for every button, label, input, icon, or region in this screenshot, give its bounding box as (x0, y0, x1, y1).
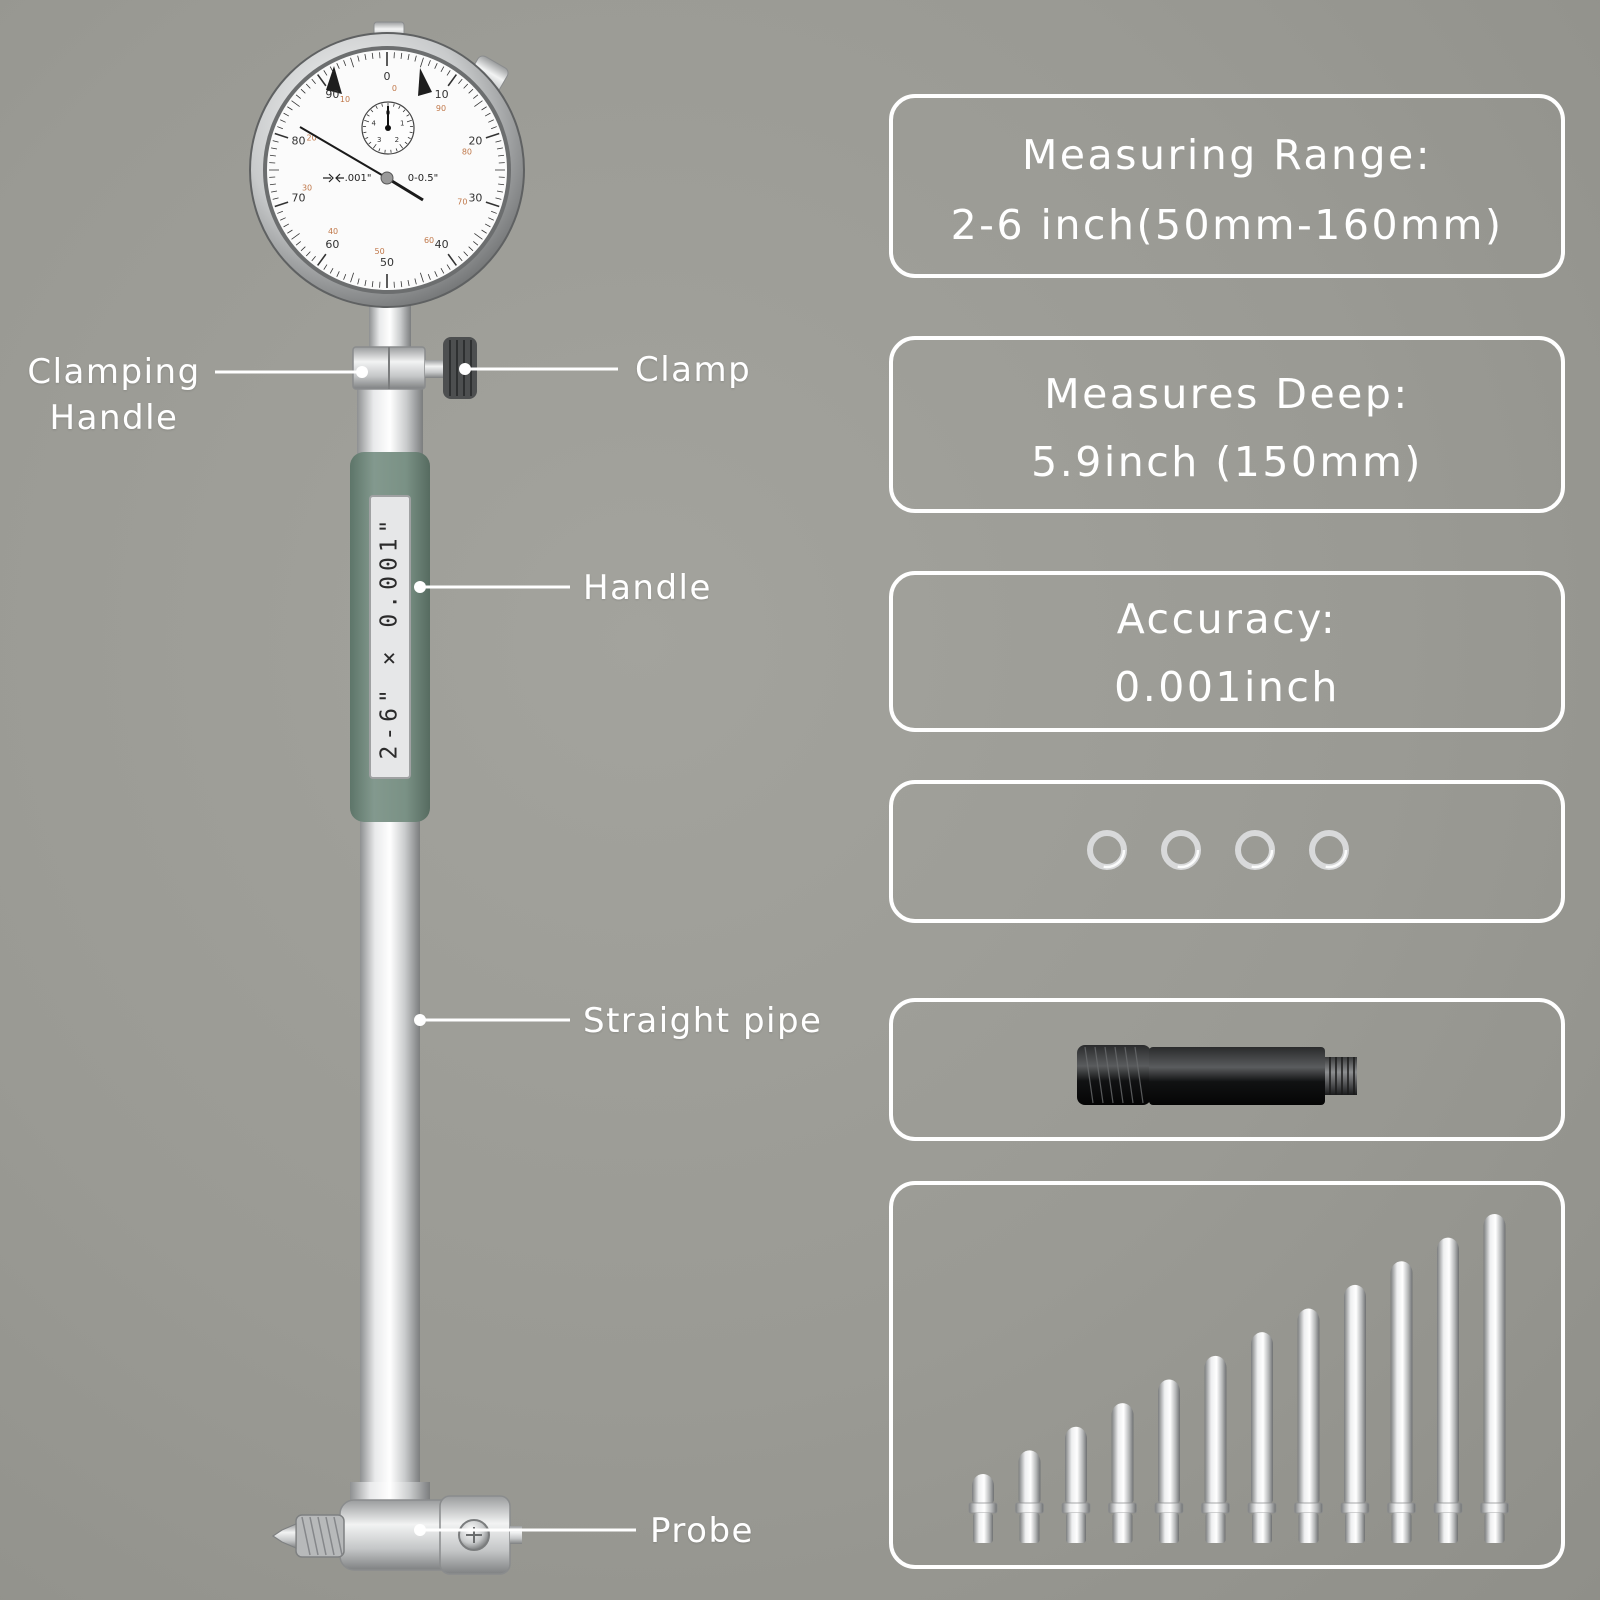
dial-reverse-number: 80 (462, 147, 472, 156)
spec-box-measuring-range: Measuring Range: 2-6 inch(50mm-160mm) (889, 94, 1565, 278)
dial-number: 0 (384, 70, 391, 83)
spec-title: Accuracy: (1116, 595, 1338, 643)
accessory-box-extension-rod (889, 998, 1565, 1141)
anvil (1480, 1214, 1509, 1543)
dial-reverse-number: 90 (436, 104, 446, 113)
callout-clamping-handle-line2: Handle (49, 398, 179, 438)
probe-head (271, 1482, 522, 1575)
straight-pipe (360, 800, 420, 1500)
sub-dial-number: 3 (377, 136, 381, 144)
dial-number: 30 (468, 192, 482, 205)
callout-probe: Probe (650, 1511, 754, 1551)
dial-number: 10 (435, 88, 449, 101)
dial-number: 70 (292, 192, 306, 205)
anvil (968, 1474, 998, 1543)
anvil (1247, 1332, 1277, 1543)
spec-box-measures-deep: Measures Deep: 5.9inch (150mm) (889, 336, 1565, 513)
dial-reverse-number: 60 (424, 236, 434, 245)
dial-number: 20 (468, 134, 482, 147)
spec-value: 5.9inch (150mm) (1031, 438, 1423, 486)
dial-reverse-number: 30 (302, 184, 312, 193)
anvil (1340, 1284, 1370, 1543)
handle-label-plate (369, 495, 411, 779)
anvil (1061, 1426, 1091, 1543)
callout-clamp: Clamp (635, 350, 752, 390)
sub-dial-number: 4 (371, 119, 376, 127)
dial-neck (369, 300, 411, 355)
dial-number: 90 (325, 88, 339, 101)
callout-clamping-handle-line1: Clamping (27, 352, 201, 392)
spec-box-accuracy: Accuracy: 0.001inch (889, 571, 1565, 732)
spec-value: 0.001inch (1114, 663, 1340, 711)
dial-reverse-number: 10 (340, 95, 350, 104)
anvil (1294, 1308, 1323, 1543)
dial-reverse-number: 20 (307, 133, 317, 142)
dial-number: 50 (380, 256, 394, 269)
extension-rod (1077, 1045, 1357, 1105)
dial-reverse-number: 70 (457, 198, 467, 207)
bore-gauge-illustration: 2-6" × 0.001" 0 10 20 30 40 50 60 70 80 90 0 90 80 (215, 21, 636, 1575)
spec-value: 2-6 inch(50mm-160mm) (950, 201, 1504, 249)
accessory-box-washers (889, 780, 1565, 923)
dial-reverse-number: 0 (392, 84, 397, 93)
callout-handle: Handle (583, 568, 712, 608)
dial-resolution-mark: .001" (345, 173, 372, 184)
handle-marking: 2-6" × 0.001" (377, 514, 403, 759)
sub-dial-number: 1 (400, 119, 404, 127)
spec-title: Measuring Range: (1021, 131, 1433, 179)
dial-number: 80 (292, 134, 306, 147)
dial-reverse-number: 50 (375, 247, 385, 256)
dial-reverse-number: 40 (328, 227, 338, 236)
callout-lines (215, 367, 636, 1532)
spec-title: Measures Deep: (1044, 370, 1410, 418)
dial-number: 40 (435, 238, 449, 251)
dial-range-mark: 0-0.5" (408, 173, 438, 184)
callout-clamping-handle: Clamping Handle (24, 349, 204, 441)
anvil (1387, 1261, 1416, 1543)
accessory-box-anvils (889, 1181, 1565, 1569)
anvil (1433, 1237, 1463, 1543)
callout-straight-pipe: Straight pipe (583, 1001, 823, 1041)
anvil (1201, 1355, 1230, 1543)
sub-dial-number: 2 (395, 136, 399, 144)
anvil (1015, 1450, 1044, 1543)
dial-number: 60 (325, 238, 339, 251)
anvil (1154, 1379, 1184, 1543)
upper-collar (357, 385, 423, 455)
anvil (1108, 1403, 1137, 1543)
